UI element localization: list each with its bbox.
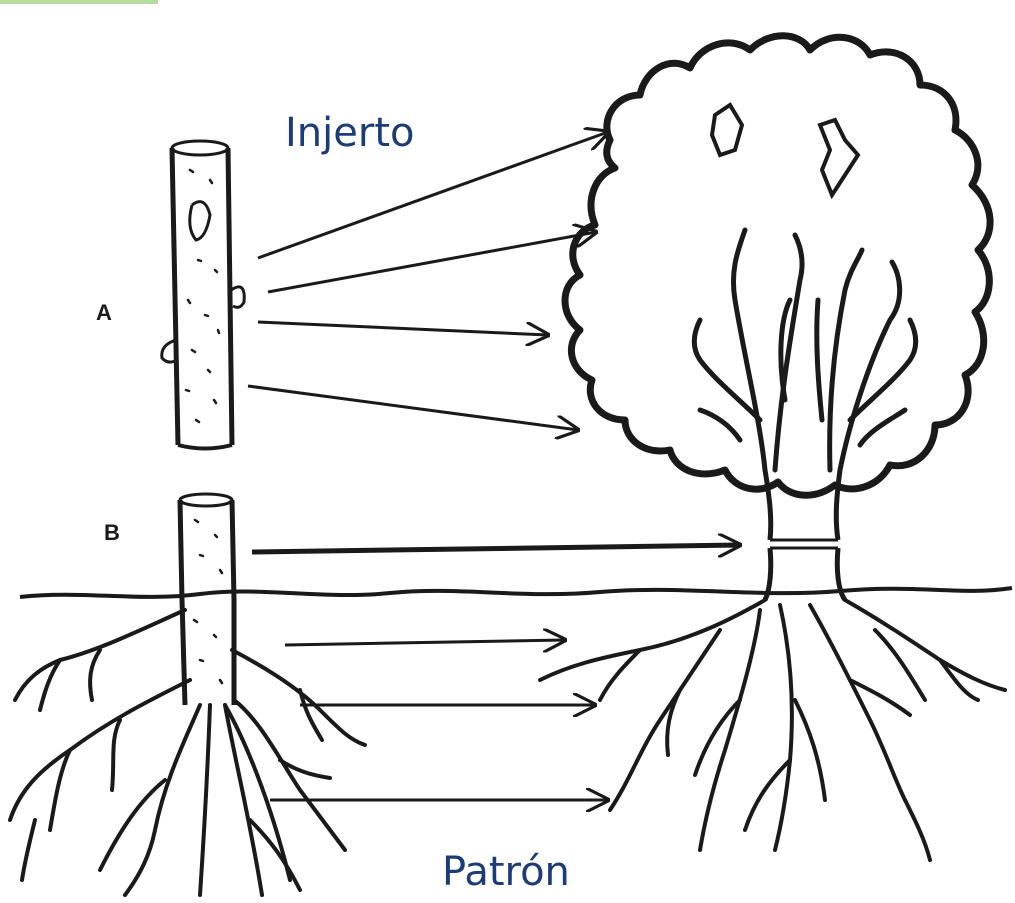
foliage-marks xyxy=(712,105,858,195)
rootstock-arrow-2 xyxy=(285,640,565,645)
scion-arrow-3 xyxy=(258,322,548,335)
rootstock-arrows xyxy=(252,545,740,800)
tree-roots xyxy=(540,600,1005,860)
label-patron: Patrón xyxy=(442,852,570,892)
scion-cutting xyxy=(162,141,244,449)
ground-line xyxy=(20,588,1012,597)
rootstock-arrow-1 xyxy=(252,545,740,552)
label-injerto: Injerto xyxy=(285,113,414,153)
tree-trunk-branches xyxy=(694,230,916,470)
rootstock-cutting xyxy=(180,494,234,705)
label-b: B xyxy=(104,522,120,544)
scion-arrows xyxy=(248,132,608,430)
scion-arrow-4 xyxy=(248,386,578,430)
label-a: A xyxy=(96,302,112,324)
rootstock-roots xyxy=(10,610,365,895)
scion-arrow-2 xyxy=(268,232,596,292)
